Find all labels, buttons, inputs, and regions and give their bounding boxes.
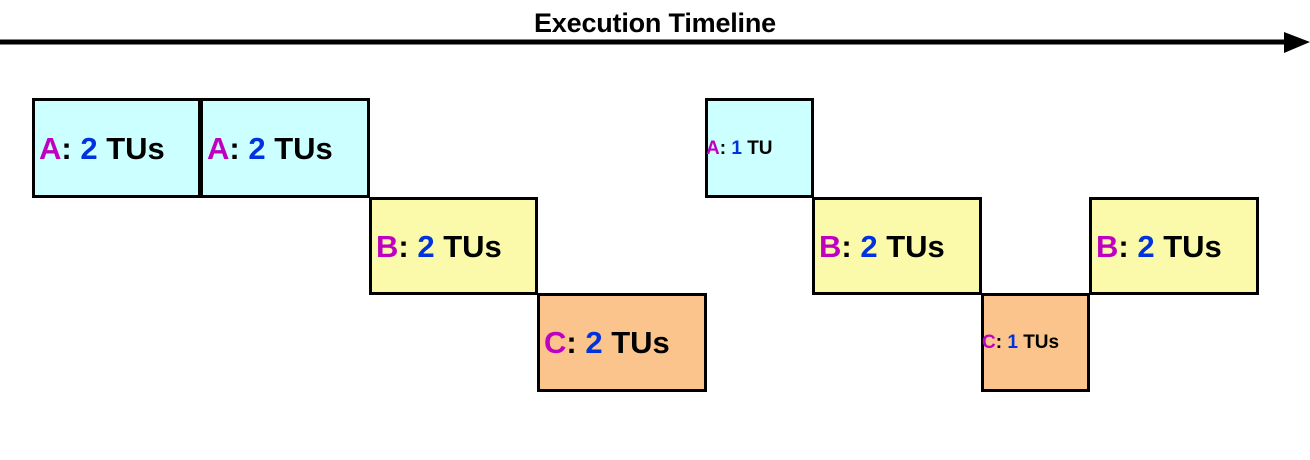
timeline-block-label: A: 2 TUs bbox=[35, 133, 165, 164]
task-letter: B bbox=[376, 228, 399, 264]
timeline-block-c2[interactable]: C: 1 TUs bbox=[981, 293, 1090, 392]
task-unit: TUs bbox=[1154, 228, 1222, 264]
timeline-block-label: A: 2 TUs bbox=[203, 133, 333, 164]
timeline-block-b1[interactable]: B: 2 TUs bbox=[369, 197, 538, 295]
timeline-block-a2[interactable]: A: 2 TUs bbox=[200, 98, 370, 198]
task-duration: 2 bbox=[248, 130, 266, 166]
timeline-block-a3[interactable]: A: 1 TU bbox=[705, 98, 814, 198]
task-unit: TUs bbox=[434, 228, 502, 264]
timeline-block-label: A: 1 TU bbox=[702, 139, 773, 158]
task-letter: A bbox=[39, 130, 62, 166]
task-duration: 2 bbox=[417, 228, 435, 264]
task-letter: C bbox=[982, 332, 996, 353]
task-duration: 1 bbox=[1007, 332, 1018, 353]
task-separator: : bbox=[61, 130, 81, 166]
task-letter: B bbox=[819, 228, 842, 264]
task-separator: : bbox=[398, 228, 418, 264]
task-duration: 2 bbox=[1137, 228, 1155, 264]
task-separator: : bbox=[1118, 228, 1138, 264]
timeline-block-label: C: 1 TUs bbox=[978, 333, 1059, 352]
task-unit: TUs bbox=[1017, 332, 1060, 353]
task-unit: TUs bbox=[602, 325, 670, 360]
task-unit: TUs bbox=[877, 228, 945, 264]
timeline-block-b3[interactable]: B: 2 TUs bbox=[1089, 197, 1259, 295]
task-letter: A bbox=[207, 130, 230, 166]
task-unit: TU bbox=[741, 137, 773, 159]
task-letter: B bbox=[1096, 228, 1119, 264]
task-unit: TUs bbox=[97, 130, 165, 166]
timeline-arrow-icon bbox=[0, 32, 1310, 53]
timeline-block-b2[interactable]: B: 2 TUs bbox=[812, 197, 982, 295]
page-title: Execution Timeline bbox=[534, 8, 776, 38]
timeline-block-label: B: 2 TUs bbox=[815, 231, 945, 262]
timeline-block-label: B: 2 TUs bbox=[372, 231, 502, 262]
timeline-block-c1[interactable]: C: 2 TUs bbox=[537, 293, 707, 392]
timeline-block-a1[interactable]: A: 2 TUs bbox=[32, 98, 201, 198]
task-separator: : bbox=[719, 137, 732, 159]
timeline-block-label: C: 2 TUs bbox=[540, 327, 670, 358]
task-separator: : bbox=[229, 130, 249, 166]
task-duration: 1 bbox=[731, 137, 742, 159]
task-separator: : bbox=[841, 228, 861, 264]
task-letter: A bbox=[706, 137, 720, 159]
task-duration: 2 bbox=[860, 228, 878, 264]
task-separator: : bbox=[566, 325, 586, 360]
task-letter: C bbox=[544, 325, 567, 360]
timeline-block-label: B: 2 TUs bbox=[1092, 231, 1222, 262]
task-duration: 2 bbox=[80, 130, 98, 166]
task-separator: : bbox=[995, 332, 1008, 353]
task-unit: TUs bbox=[265, 130, 333, 166]
task-duration: 2 bbox=[585, 325, 603, 360]
